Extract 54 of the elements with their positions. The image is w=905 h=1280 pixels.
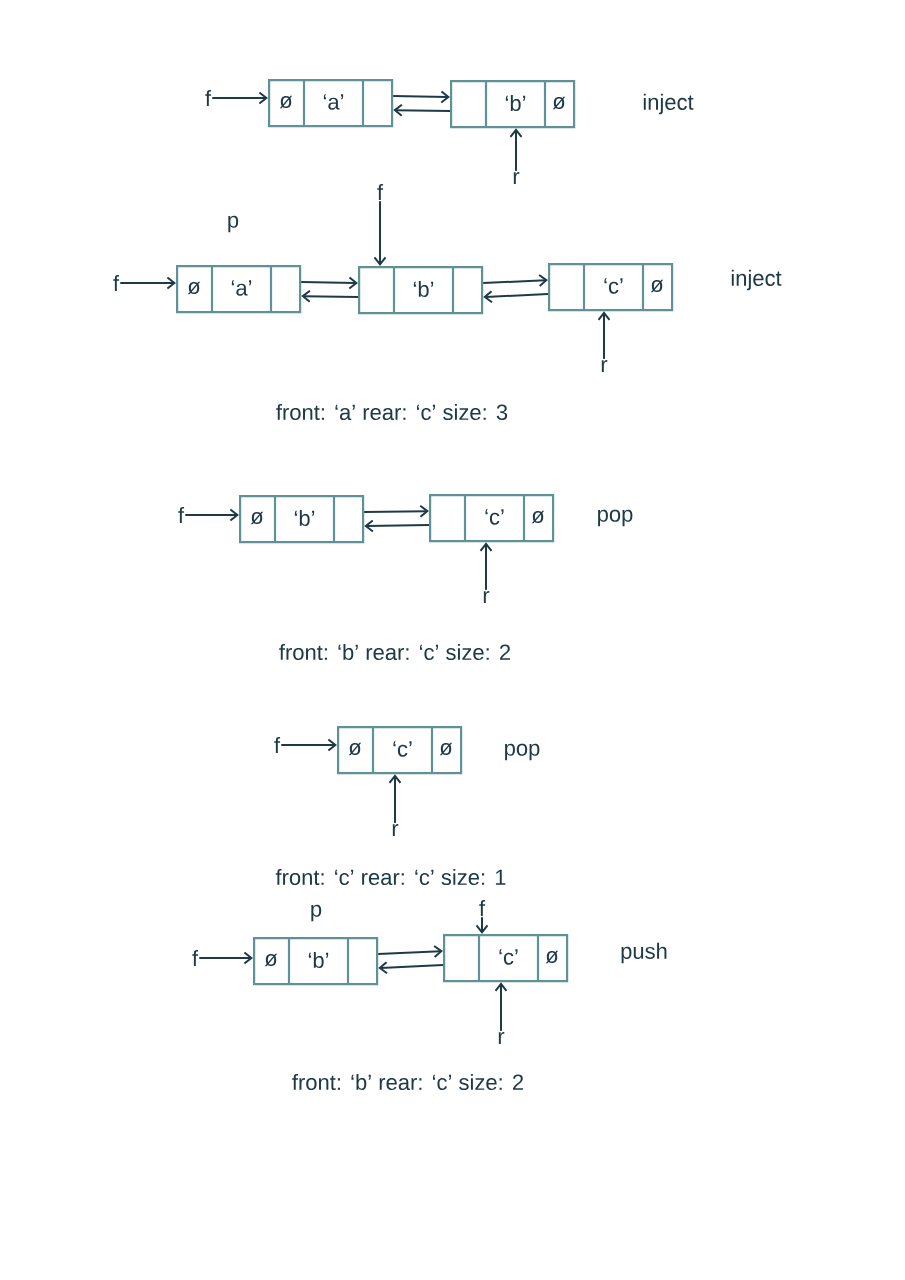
pointer-label: f xyxy=(178,507,185,523)
text-label: front: ‘b’ rear: ‘c’ size: 2 xyxy=(279,643,510,661)
arrow xyxy=(364,519,430,533)
list-node: ø ‘b’ xyxy=(239,495,365,544)
pointer-label: f xyxy=(479,900,486,916)
arrow xyxy=(373,200,387,266)
text-label: front: ‘c’ rear: ‘c’ size: 1 xyxy=(275,868,506,886)
text-label: pop xyxy=(598,509,633,527)
pointer-label: r xyxy=(513,172,520,184)
pointer-label: f xyxy=(377,184,384,200)
text-label: inject xyxy=(643,93,694,115)
pointer-label: r xyxy=(392,824,399,836)
arrow xyxy=(475,916,489,934)
pointer-label: r xyxy=(483,591,490,603)
arrow xyxy=(301,289,359,303)
arrow xyxy=(483,290,549,304)
pointer-label: f xyxy=(205,90,212,106)
arrow xyxy=(393,103,451,117)
text-label: front: ‘b’ rear: ‘c’ size: 2 xyxy=(292,1073,523,1091)
arrow xyxy=(280,738,337,752)
list-node: ‘b’ ø xyxy=(450,80,576,129)
text-label: inject xyxy=(731,269,782,291)
list-node: ‘c’ ø xyxy=(429,494,555,543)
arrow xyxy=(597,311,611,360)
text-label: p xyxy=(228,215,239,233)
pointer-label: r xyxy=(601,360,608,372)
list-node: ø ‘c’ ø xyxy=(337,726,463,775)
list-node: ø ‘a’ xyxy=(176,265,302,314)
arrow xyxy=(378,961,444,975)
pointer-label: f xyxy=(274,737,281,753)
arrow xyxy=(363,504,429,518)
arrow xyxy=(211,91,268,105)
list-node: ø ‘b’ xyxy=(253,937,379,986)
list-node: ø ‘a’ xyxy=(268,79,394,128)
pointer-label: r xyxy=(498,1032,505,1044)
text-label: front: ‘a’ rear: ‘c’ size: 3 xyxy=(276,403,508,421)
text-label: pop xyxy=(505,743,540,761)
arrow xyxy=(198,951,253,965)
arrow xyxy=(494,982,508,1032)
pointer-label: f xyxy=(192,950,199,966)
pointer-label: f xyxy=(113,275,120,291)
arrow xyxy=(392,90,450,104)
arrow xyxy=(388,774,402,824)
list-node: ‘c’ ø xyxy=(548,263,674,312)
arrow xyxy=(300,276,358,290)
arrow xyxy=(119,276,176,290)
arrow xyxy=(184,508,239,522)
arrow xyxy=(479,542,493,591)
arrow xyxy=(509,128,523,172)
text-label: push xyxy=(621,942,667,964)
arrow xyxy=(482,274,548,287)
arrow xyxy=(377,945,443,958)
list-node: ‘b’ xyxy=(358,266,484,315)
list-node: ‘c’ ø xyxy=(443,934,569,983)
